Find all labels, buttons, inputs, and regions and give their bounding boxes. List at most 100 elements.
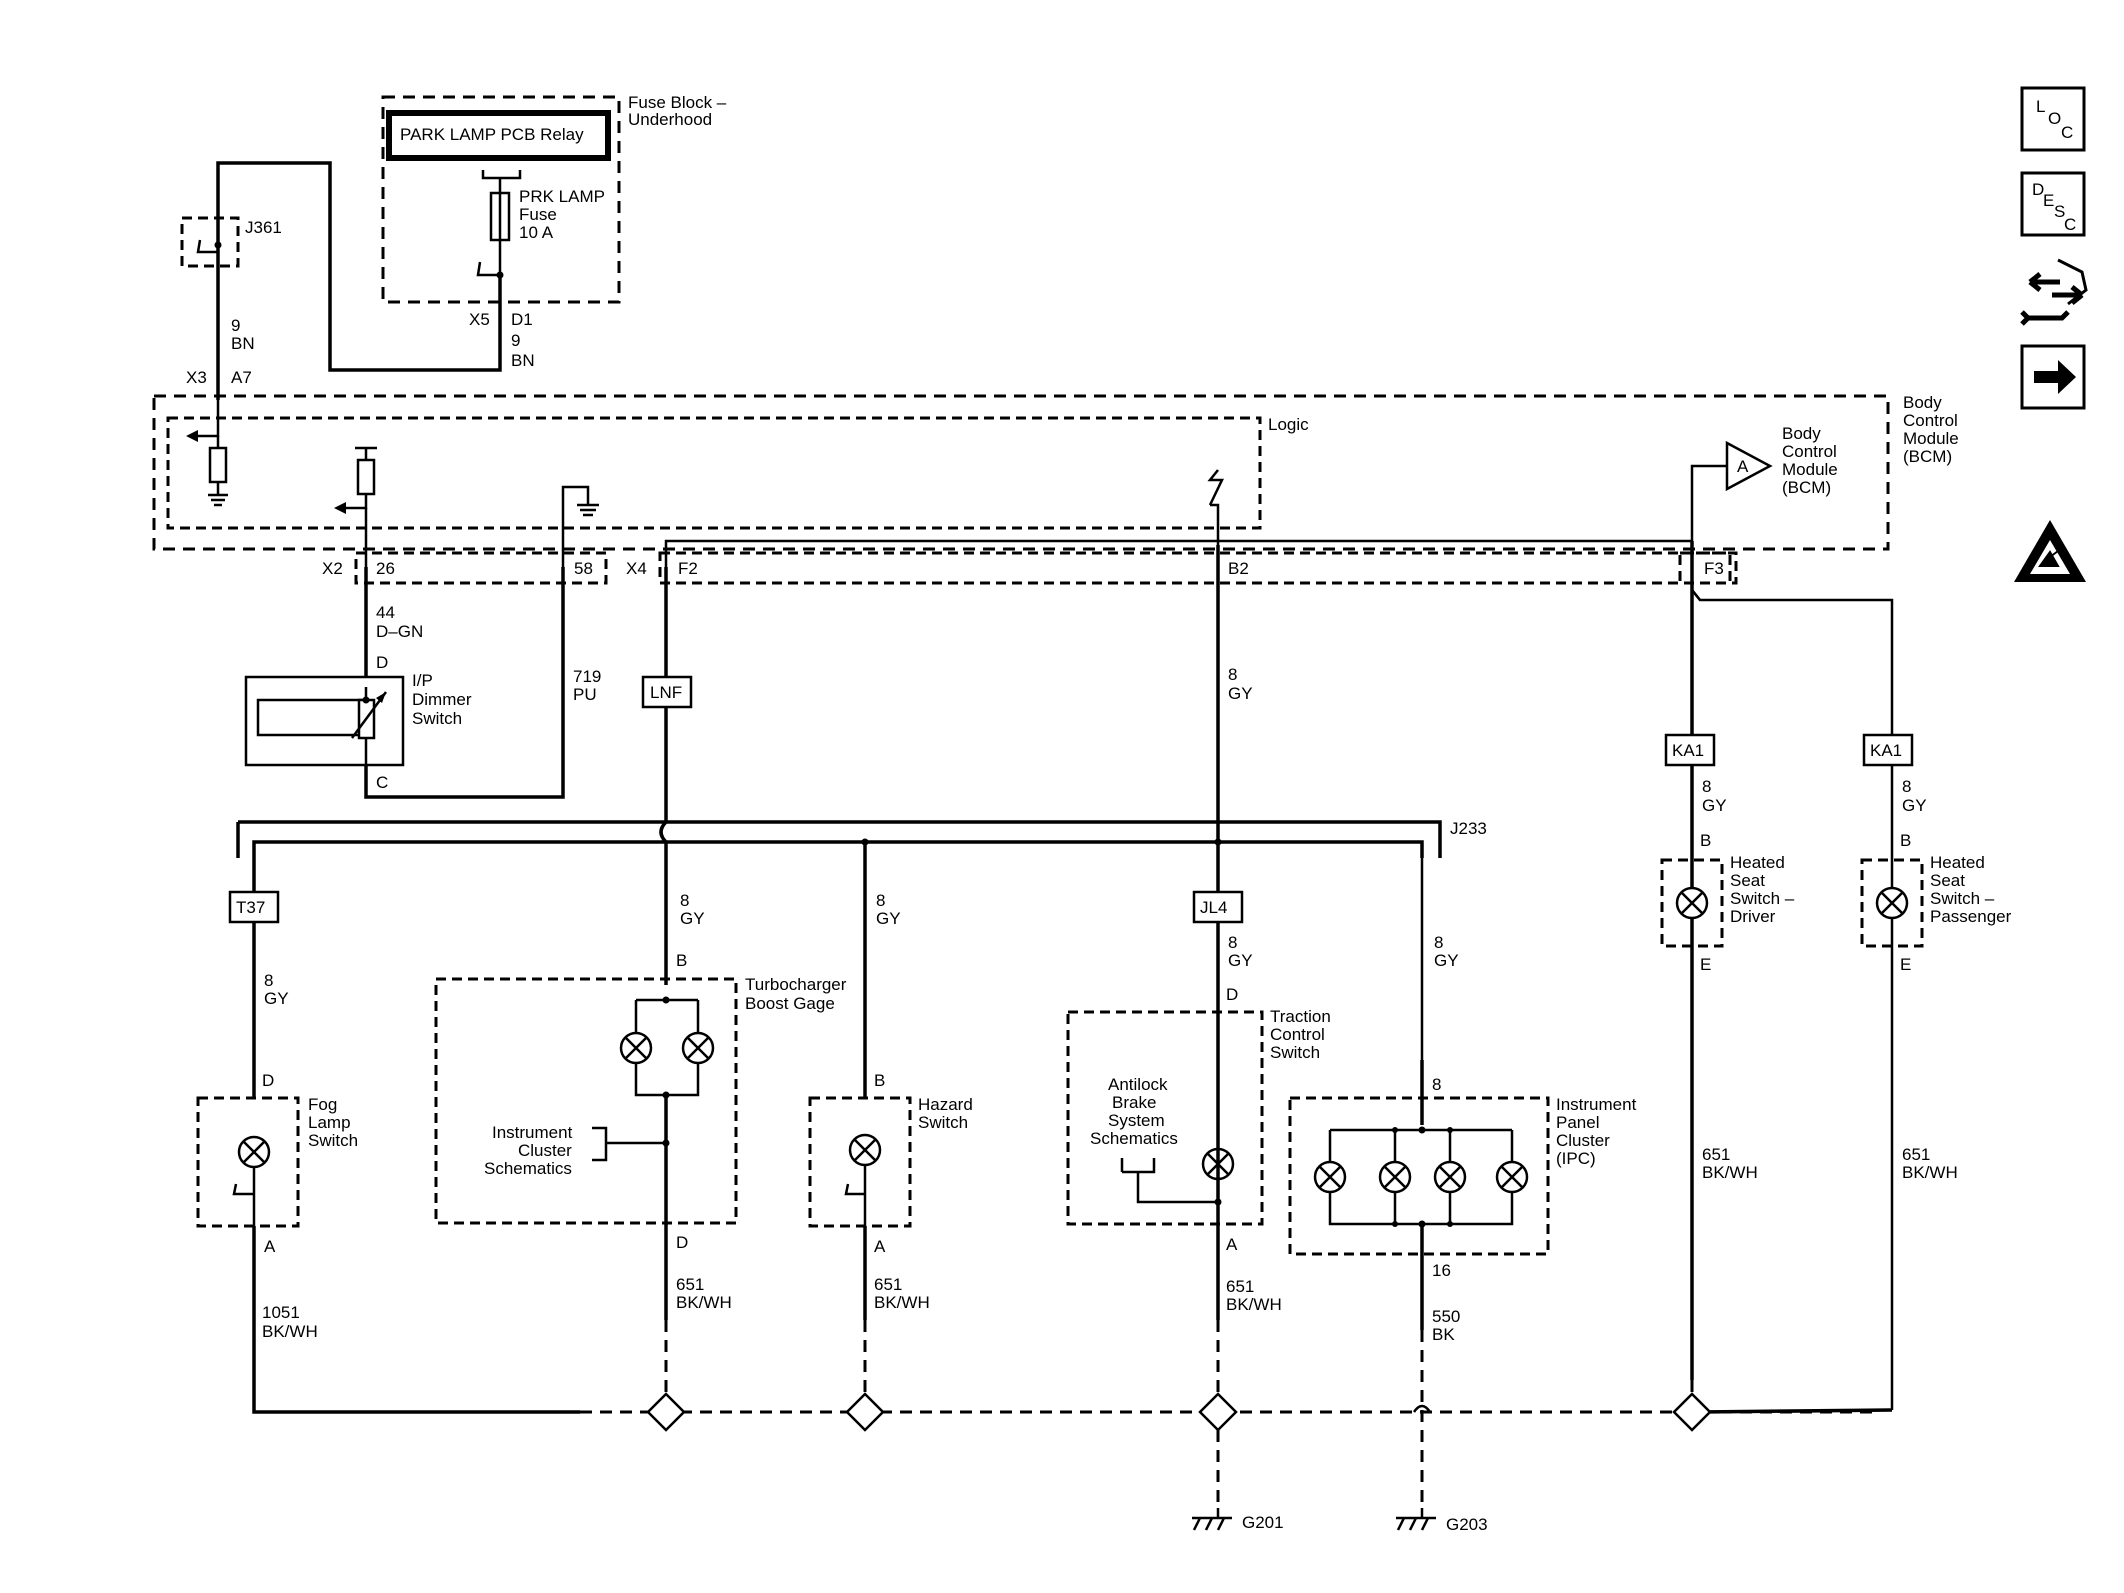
- option-ka1-driver: KA1: [1664, 733, 1716, 767]
- option-lnf: LNF: [641, 675, 693, 709]
- svg-text:X2: X2: [322, 559, 343, 578]
- svg-text:8: 8: [876, 891, 885, 910]
- svg-text:F2: F2: [678, 559, 698, 578]
- svg-text:Body: Body: [1903, 393, 1942, 412]
- svg-text:E: E: [2043, 191, 2054, 210]
- desc-icon[interactable]: D E S C: [2020, 171, 2086, 237]
- svg-text:D: D: [262, 1071, 274, 1090]
- svg-text:550: 550: [1432, 1307, 1460, 1326]
- svg-text:PU: PU: [573, 685, 597, 704]
- svg-text:8: 8: [1902, 777, 1911, 796]
- svg-text:G203: G203: [1446, 1515, 1488, 1534]
- svg-text:D: D: [2032, 180, 2044, 199]
- svg-text:B: B: [676, 951, 687, 970]
- diagnostic-wrench-icon[interactable]: [2020, 258, 2088, 326]
- svg-text:Panel: Panel: [1556, 1113, 1599, 1132]
- svg-text:Cluster: Cluster: [518, 1141, 572, 1160]
- option-ka1-passenger: KA1: [1862, 733, 1914, 767]
- svg-text:651: 651: [676, 1275, 704, 1294]
- svg-text:B: B: [1900, 831, 1911, 850]
- svg-text:Schematics: Schematics: [1090, 1129, 1178, 1148]
- svg-text:26: 26: [376, 559, 395, 578]
- svg-text:LNF: LNF: [650, 683, 682, 702]
- svg-text:BK: BK: [1432, 1325, 1455, 1344]
- svg-text:Switch: Switch: [412, 709, 462, 728]
- bcm: Logic Body Control Module (BCM) A Body C…: [152, 393, 1959, 585]
- svg-text:D: D: [676, 1233, 688, 1252]
- svg-text:BK/WH: BK/WH: [676, 1293, 732, 1312]
- svg-text:D: D: [376, 653, 388, 672]
- svg-text:58: 58: [574, 559, 593, 578]
- svg-text:(BCM): (BCM): [1903, 447, 1952, 466]
- svg-text:9: 9: [511, 331, 520, 350]
- svg-text:D1: D1: [511, 310, 533, 329]
- svg-text:651: 651: [1702, 1145, 1730, 1164]
- svg-text:S: S: [2054, 202, 2065, 221]
- svg-text:Boost Gage: Boost Gage: [745, 994, 835, 1013]
- svg-text:L: L: [2036, 97, 2045, 116]
- svg-text:9: 9: [231, 316, 240, 335]
- svg-text:GY: GY: [1902, 796, 1927, 815]
- svg-text:Module: Module: [1903, 429, 1959, 448]
- heated-seat-switch-driver: 8 GY B Heated Seat Switch – Driver E 651…: [1660, 777, 1795, 1398]
- svg-text:8: 8: [680, 891, 689, 910]
- svg-text:Control: Control: [1270, 1025, 1325, 1044]
- svg-text:GY: GY: [1434, 951, 1459, 970]
- svg-text:651: 651: [1226, 1277, 1254, 1296]
- svg-text:I/P: I/P: [412, 671, 433, 690]
- svg-text:Switch –: Switch –: [1730, 889, 1795, 908]
- svg-text:A: A: [1226, 1235, 1238, 1254]
- svg-text:Fog: Fog: [308, 1095, 337, 1114]
- ground-bus: [580, 1392, 1878, 1508]
- svg-text:Switch: Switch: [918, 1113, 968, 1132]
- svg-text:Control: Control: [1903, 411, 1958, 430]
- svg-text:Instrument: Instrument: [1556, 1095, 1637, 1114]
- svg-text:Lamp: Lamp: [308, 1113, 351, 1132]
- svg-text:X3: X3: [186, 368, 207, 387]
- svg-text:O: O: [2048, 109, 2061, 128]
- svg-text:8: 8: [1228, 933, 1237, 952]
- svg-text:PRK LAMP: PRK LAMP: [519, 187, 605, 206]
- svg-text:Heated: Heated: [1730, 853, 1785, 872]
- svg-text:Switch: Switch: [308, 1131, 358, 1150]
- svg-text:KA1: KA1: [1870, 741, 1902, 760]
- svg-text:A: A: [264, 1237, 276, 1256]
- svg-text:GY: GY: [264, 989, 289, 1008]
- svg-text:X5: X5: [469, 310, 490, 329]
- ground-g203: G203: [1396, 1508, 1488, 1534]
- svg-text:44: 44: [376, 603, 395, 622]
- svg-text:(IPC): (IPC): [1556, 1149, 1596, 1168]
- svg-text:A: A: [874, 1237, 886, 1256]
- svg-text:8: 8: [1432, 1075, 1441, 1094]
- svg-text:BK/WH: BK/WH: [1702, 1163, 1758, 1182]
- svg-text:8: 8: [1702, 777, 1711, 796]
- svg-text:BK/WH: BK/WH: [1902, 1163, 1958, 1182]
- svg-text:8: 8: [1434, 933, 1443, 952]
- svg-text:Control: Control: [1782, 442, 1837, 461]
- svg-text:Module: Module: [1782, 460, 1838, 479]
- svg-text:B: B: [1700, 831, 1711, 850]
- loc-icon[interactable]: L O C: [2020, 86, 2086, 152]
- traction-control-switch: JL4 8 GY D Traction Control Switch Antil…: [1066, 890, 1331, 1398]
- svg-text:719: 719: [573, 667, 601, 686]
- svg-text:GY: GY: [1228, 684, 1253, 703]
- esd-warning-icon: [2014, 520, 2086, 582]
- svg-text:BN: BN: [231, 334, 255, 353]
- svg-text:E: E: [1900, 955, 1911, 974]
- fog-lamp-switch: T37 8 GY D Fog Lamp Switch A 1051 BK/WH: [196, 858, 580, 1414]
- svg-text:(BCM): (BCM): [1782, 478, 1831, 497]
- svg-text:D–GN: D–GN: [376, 622, 423, 641]
- svg-text:BK/WH: BK/WH: [262, 1322, 318, 1341]
- svg-text:Switch: Switch: [1270, 1043, 1320, 1062]
- svg-text:Traction: Traction: [1270, 1007, 1331, 1026]
- ip-dimmer-switch: 44 D–GN D I/P Dimmer Switch C 719 PU: [244, 567, 601, 799]
- instrument-panel-cluster: 8 GY 8 Instrument Panel Cluster (IPC) 16…: [1288, 933, 1637, 1508]
- svg-text:JL4: JL4: [1200, 898, 1227, 917]
- svg-text:G201: G201: [1242, 1513, 1284, 1532]
- next-arrow-icon[interactable]: [2020, 344, 2086, 410]
- svg-text:Antilock: Antilock: [1108, 1075, 1168, 1094]
- svg-text:J361: J361: [245, 218, 282, 237]
- svg-text:GY: GY: [876, 909, 901, 928]
- svg-text:BN: BN: [511, 351, 535, 370]
- svg-text:Fuse Block –: Fuse Block –: [628, 93, 727, 112]
